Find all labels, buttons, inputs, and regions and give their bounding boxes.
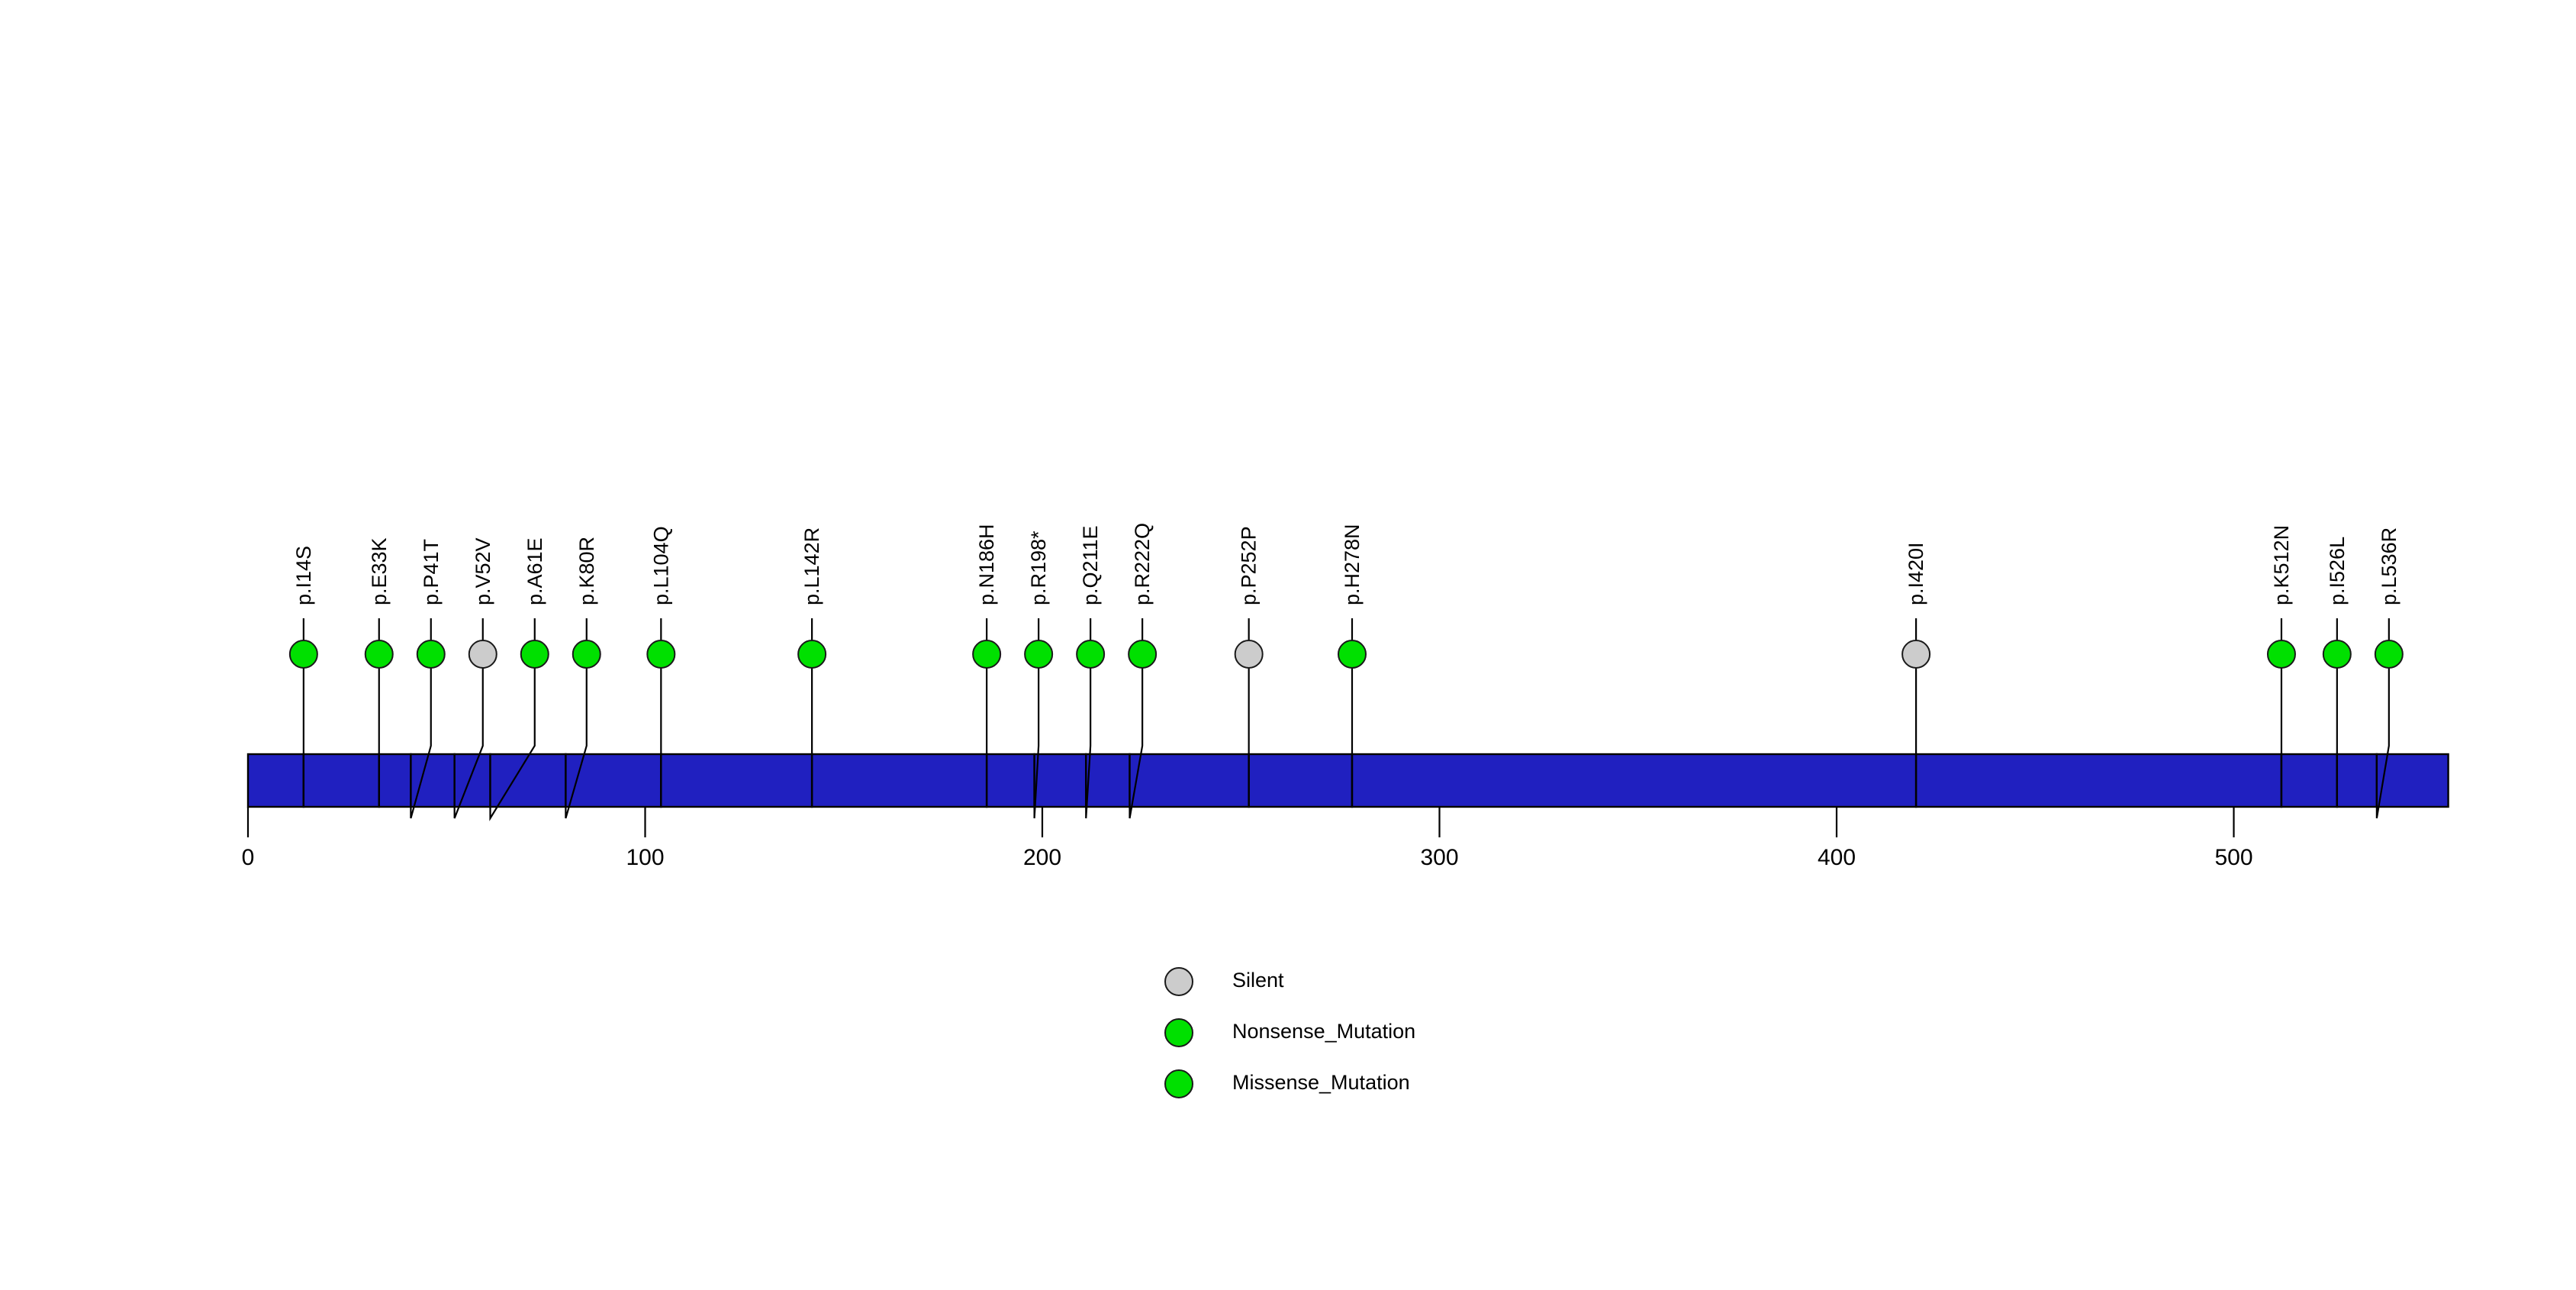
lollipop-node[interactable]: p.L142R	[797, 640, 827, 669]
lollipop-stem	[565, 618, 588, 819]
lollipop-node[interactable]: p.A61E	[520, 640, 549, 669]
lollipop-label: p.L104Q	[649, 526, 672, 605]
lollipop-label: p.K512N	[2270, 525, 2293, 605]
axis-tick-label: 0	[242, 845, 255, 870]
axis-tick-label: 200	[1023, 845, 1061, 870]
legend-swatch-icon	[1164, 1069, 1193, 1098]
legend-item[interactable]: Missense_Mutation	[1164, 1069, 1410, 1098]
lollipop-node[interactable]: p.K80R	[572, 640, 601, 669]
lollipop-node[interactable]: p.L104Q	[646, 640, 676, 669]
axis-tick-label: 500	[2214, 845, 2252, 870]
lollipop-node[interactable]: p.H278N	[1337, 640, 1367, 669]
lollipop-stem	[1033, 618, 1040, 819]
lollipop-label: p.L536R	[2378, 527, 2401, 605]
legend-swatch-icon	[1164, 967, 1193, 996]
lollipop-node[interactable]: p.E33K	[364, 640, 394, 669]
legend-item[interactable]: Silent	[1164, 967, 1284, 996]
lollipop-label: p.N186H	[975, 524, 998, 605]
protein-domain-segment	[2280, 753, 2339, 808]
protein-domain-segment	[2375, 753, 2449, 808]
lollipop-label: p.A61E	[523, 537, 546, 605]
protein-domain-segment	[565, 753, 662, 808]
protein-domain-segment	[378, 753, 412, 808]
lollipop-label: p.P252P	[1238, 526, 1261, 605]
lollipop-label: p.K80R	[575, 537, 598, 605]
protein-domain-segment	[302, 753, 380, 808]
lollipop-nodes-group: p.I14S p.E33K p.P41T p.V52V p.A61E p.K80R p.L1…	[288, 640, 2404, 669]
protein-domain-segment	[453, 753, 491, 808]
legend-label: Silent	[1232, 969, 1284, 992]
protein-domain-segment	[1085, 753, 1131, 808]
lollipop-node[interactable]: p.I14S	[288, 640, 318, 669]
lollipop-node[interactable]: p.P41T	[416, 640, 446, 669]
protein-domain-segment	[246, 753, 305, 808]
axis-tick-label: 400	[1818, 845, 1856, 870]
protein-domain-segment	[985, 753, 1035, 808]
protein-domain-segment	[660, 753, 813, 808]
lollipop-label: p.L142R	[800, 527, 823, 605]
lollipop-node[interactable]: p.N186H	[972, 640, 1002, 669]
legend-label: Nonsense_Mutation	[1232, 1020, 1415, 1043]
protein-domain-track	[246, 753, 2449, 808]
lollipop-stem	[1085, 618, 1092, 819]
lollipop-label: p.Q211E	[1079, 525, 1102, 605]
lollipop-label: p.I14S	[292, 546, 315, 605]
position-axis: 0 100 200 300 400 500	[242, 807, 2253, 870]
lollipop-node[interactable]: p.I420I	[1901, 640, 1931, 669]
lollipop-node[interactable]: p.P252P	[1234, 640, 1264, 669]
lollipop-label: p.R198*	[1027, 531, 1050, 605]
lollipop-label: p.V52V	[472, 537, 494, 605]
legend-swatch-icon	[1164, 1018, 1193, 1047]
lollipop-node[interactable]: p.R198*	[1024, 640, 1054, 669]
lollipop-label: p.R222Q	[1131, 523, 1154, 605]
lollipop-stem	[1129, 618, 1144, 819]
lollipop-label: p.I526L	[2326, 537, 2349, 605]
lollipop-node[interactable]: p.Q211E	[1076, 640, 1106, 669]
lollipop-label: p.E33K	[368, 537, 391, 605]
lollipop-node[interactable]: p.R222Q	[1128, 640, 1158, 669]
axis-tick-label: 100	[626, 845, 664, 870]
lollipop-node[interactable]: p.K512N	[2266, 640, 2296, 669]
protein-domain-segment	[2336, 753, 2378, 808]
lollipop-node[interactable]: p.V52V	[468, 640, 497, 669]
protein-domain-segment	[410, 753, 456, 808]
protein-domain-segment	[810, 753, 988, 808]
axis-tick-label: 300	[1420, 845, 1458, 870]
lollipop-stem	[453, 618, 484, 819]
legend-label: Missense_Mutation	[1232, 1071, 1410, 1094]
protein-domain-segment	[1129, 753, 1250, 808]
lollipop-label: p.P41T	[420, 539, 443, 605]
lollipop-label: p.H278N	[1341, 524, 1364, 605]
lollipop-node[interactable]: p.L536R	[2374, 640, 2404, 669]
protein-domain-segment	[1033, 753, 1087, 808]
protein-domain-segment	[1914, 753, 2283, 808]
lollipop-label: p.I420I	[1905, 542, 1927, 605]
lollipop-stem	[2375, 618, 2390, 819]
legend-item[interactable]: Nonsense_Mutation	[1164, 1018, 1415, 1047]
protein-domain-segment	[1351, 753, 1918, 808]
lollipop-labels-group: p.I14S p.E33K p.P41T p.V52V p.A61E p.K80R p.L1…	[292, 523, 2401, 605]
lollipop-stem	[489, 618, 536, 821]
lollipop-stem	[410, 618, 432, 819]
lollipop-node[interactable]: p.I526L	[2322, 640, 2352, 669]
protein-domain-segment	[1248, 753, 1354, 808]
